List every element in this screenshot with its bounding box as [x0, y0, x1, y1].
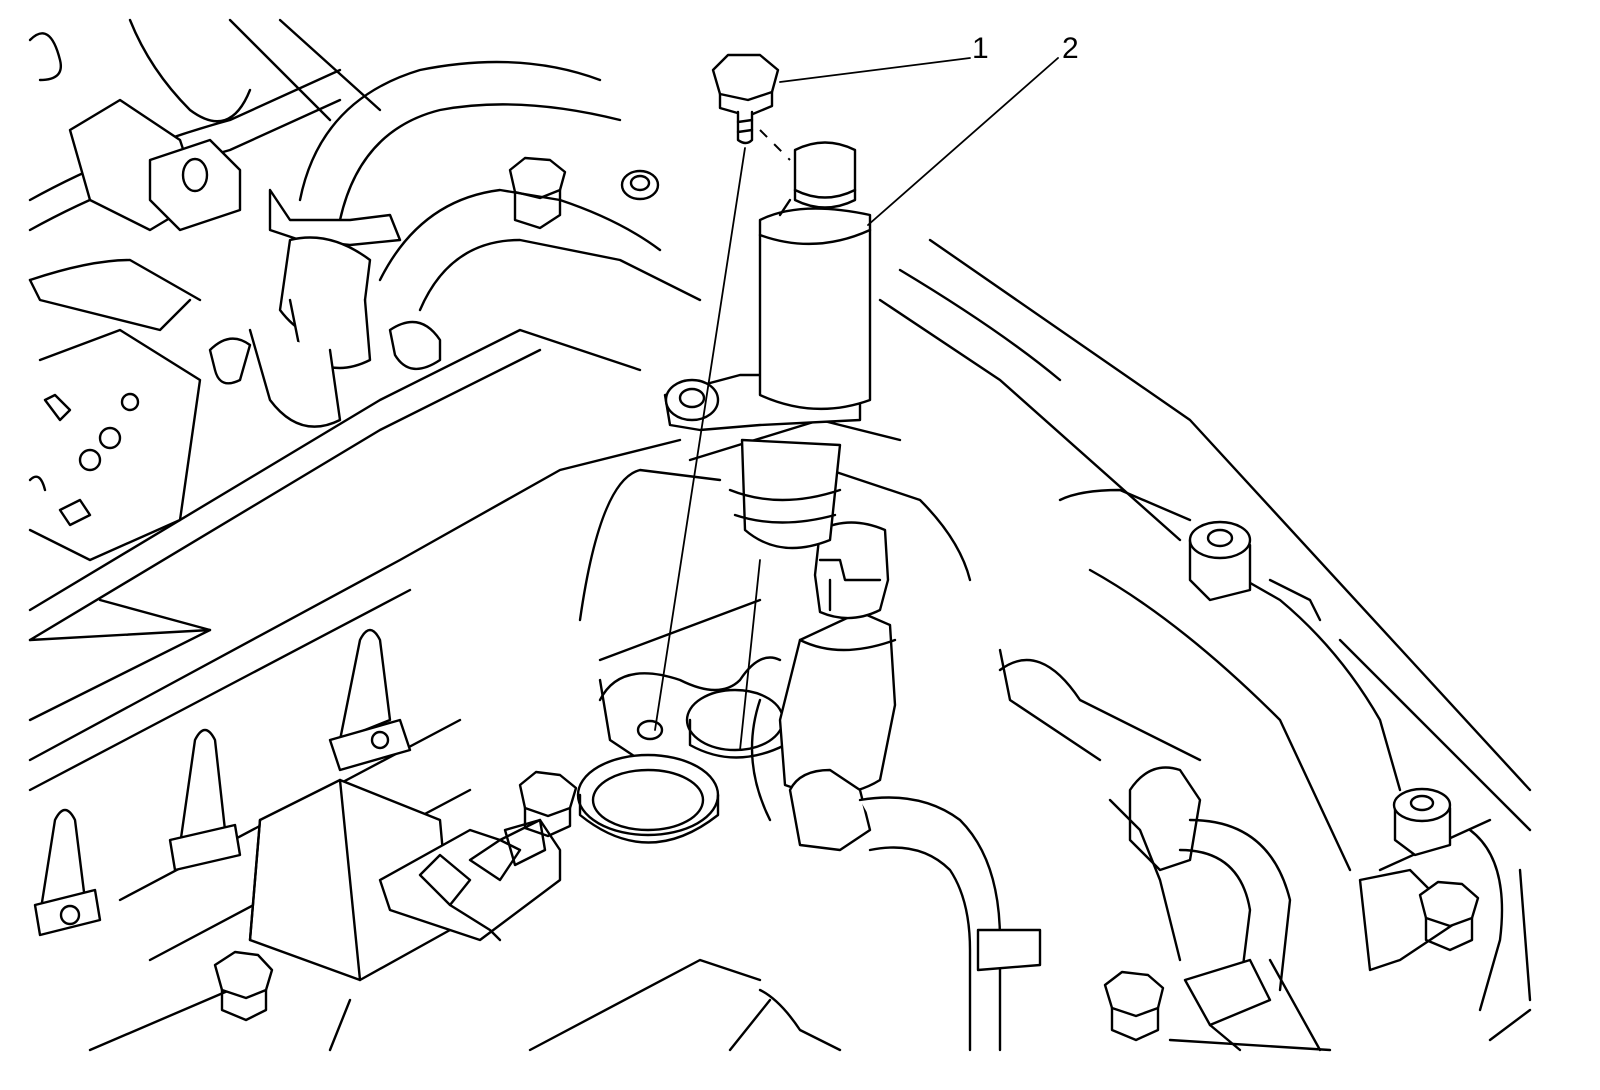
- callout-1: 1: [779, 32, 989, 83]
- callout-2: 2: [867, 32, 1079, 226]
- upper-bolts: [508, 156, 660, 230]
- right-bolts: [1103, 520, 1480, 1042]
- installed-solenoid: [778, 521, 897, 796]
- callout-2-leader: [867, 57, 1059, 226]
- valve-cover: [28, 188, 1532, 1052]
- callout-2-label: 2: [1062, 32, 1079, 65]
- left-bracket: [28, 98, 242, 562]
- callout-1-leader: [779, 57, 971, 83]
- removed-solenoid: [663, 141, 872, 751]
- fuel-injector-left: [208, 188, 442, 428]
- callout-1-label: 1: [972, 32, 989, 65]
- lower-right-tubes: [788, 766, 1292, 1052]
- removed-bolt: [654, 53, 791, 731]
- cover-ports: [576, 656, 787, 844]
- ignition-coil: [213, 778, 562, 1022]
- coil-bolt: [518, 770, 578, 838]
- standoffs-left: [33, 628, 412, 937]
